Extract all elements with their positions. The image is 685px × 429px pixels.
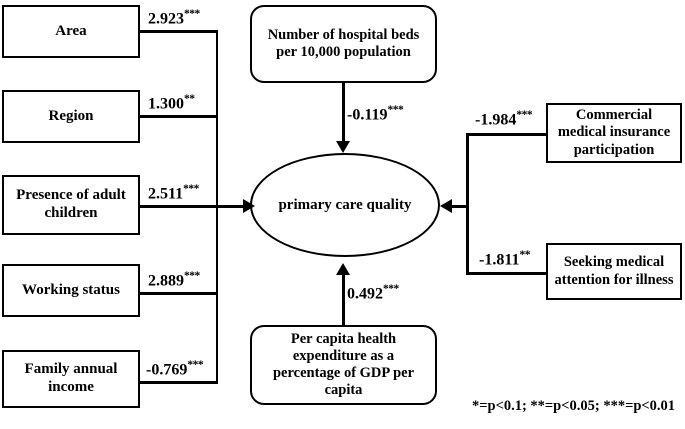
significance-stars: *** bbox=[383, 283, 399, 295]
significance-stars: *** bbox=[516, 109, 533, 121]
edge-right-bus bbox=[466, 133, 469, 275]
node-label: Number of hospital beds per 10,000 popul… bbox=[267, 26, 420, 60]
edge-left-to-outcome bbox=[195, 205, 251, 208]
coefficient-commercial-insurance: -1.984*** bbox=[475, 109, 533, 129]
edge-area-stub bbox=[140, 30, 218, 33]
coefficient-working-status: 2.889*** bbox=[148, 270, 200, 290]
coefficient-value: 0.492 bbox=[347, 285, 383, 303]
coefficient-value: -0.119 bbox=[347, 106, 388, 124]
node-family-annual-income: Family annual income bbox=[2, 350, 140, 408]
node-label: Working status bbox=[22, 281, 120, 298]
node-label: Per capita health expenditure as a perce… bbox=[272, 330, 415, 399]
edge-presence-stub bbox=[140, 205, 218, 208]
significance-stars: *** bbox=[184, 270, 200, 282]
coefficient-value: 1.300 bbox=[148, 95, 184, 113]
coefficient-area: 2.923*** bbox=[148, 8, 200, 28]
node-primary-care-quality: primary care quality bbox=[250, 153, 440, 257]
edge-expenditure-to-outcome bbox=[342, 272, 345, 326]
significance-stars: *** bbox=[183, 183, 199, 195]
arrowhead-expenditure-to-outcome bbox=[336, 263, 351, 275]
coefficient-hospital-beds: -0.119*** bbox=[347, 104, 404, 124]
coefficient-seeking-medical-attention: -1.811** bbox=[479, 249, 530, 269]
arrowhead-left-to-outcome bbox=[243, 199, 255, 214]
node-label: Family annual income bbox=[24, 361, 118, 395]
significance-legend: *=p<0.1; **=p<0.05; ***=p<0.01 bbox=[472, 398, 676, 414]
node-presence-of-adult-children: Presence of adult children bbox=[2, 175, 140, 235]
significance-stars: *** bbox=[184, 8, 200, 20]
edge-income-stub bbox=[140, 381, 218, 384]
edge-seeking-stub bbox=[466, 272, 548, 275]
node-label: Presence of adult children bbox=[16, 187, 126, 221]
edge-region-stub bbox=[140, 115, 218, 118]
coefficient-value: -1.811 bbox=[479, 251, 520, 269]
outcome-label: primary care quality bbox=[278, 197, 412, 213]
node-label: Seeking medical attention for illness bbox=[554, 254, 674, 288]
node-health-expenditure: Per capita health expenditure as a perce… bbox=[250, 325, 437, 405]
node-label: Region bbox=[48, 107, 94, 124]
edge-right-to-outcome bbox=[452, 205, 468, 208]
node-seeking-medical-attention: Seeking medical attention for illness bbox=[546, 243, 682, 300]
coefficient-value: 2.889 bbox=[148, 272, 184, 290]
significance-stars: ** bbox=[519, 249, 530, 261]
significance-stars: *** bbox=[187, 359, 204, 371]
coefficient-health-expenditure: 0.492*** bbox=[347, 283, 399, 303]
coefficient-value: -0.769 bbox=[146, 361, 188, 379]
arrowhead-beds-to-outcome bbox=[336, 141, 351, 153]
node-region: Region bbox=[2, 90, 140, 143]
node-commercial-insurance: Commercial medical insurance participati… bbox=[546, 103, 682, 163]
node-label: Commercial medical insurance participati… bbox=[557, 107, 671, 158]
significance-stars: ** bbox=[184, 93, 195, 105]
node-label: Area bbox=[55, 22, 87, 39]
edge-working-stub bbox=[140, 292, 218, 295]
significance-stars: *** bbox=[387, 104, 404, 116]
coefficient-region: 1.300** bbox=[148, 93, 195, 113]
edge-beds-to-outcome bbox=[342, 83, 345, 143]
node-area: Area bbox=[2, 5, 140, 58]
coefficient-value: 2.511 bbox=[148, 185, 184, 203]
coefficient-value: -1.984 bbox=[475, 111, 517, 129]
coefficient-family-annual-income: -0.769*** bbox=[146, 359, 204, 379]
coefficient-presence-of-adult-children: 2.511*** bbox=[148, 183, 199, 203]
node-hospital-beds: Number of hospital beds per 10,000 popul… bbox=[250, 5, 437, 83]
node-working-status: Working status bbox=[2, 264, 140, 317]
edge-commercial-stub bbox=[466, 133, 548, 136]
coefficient-value: 2.923 bbox=[148, 10, 184, 28]
arrowhead-right-to-outcome bbox=[440, 199, 452, 214]
